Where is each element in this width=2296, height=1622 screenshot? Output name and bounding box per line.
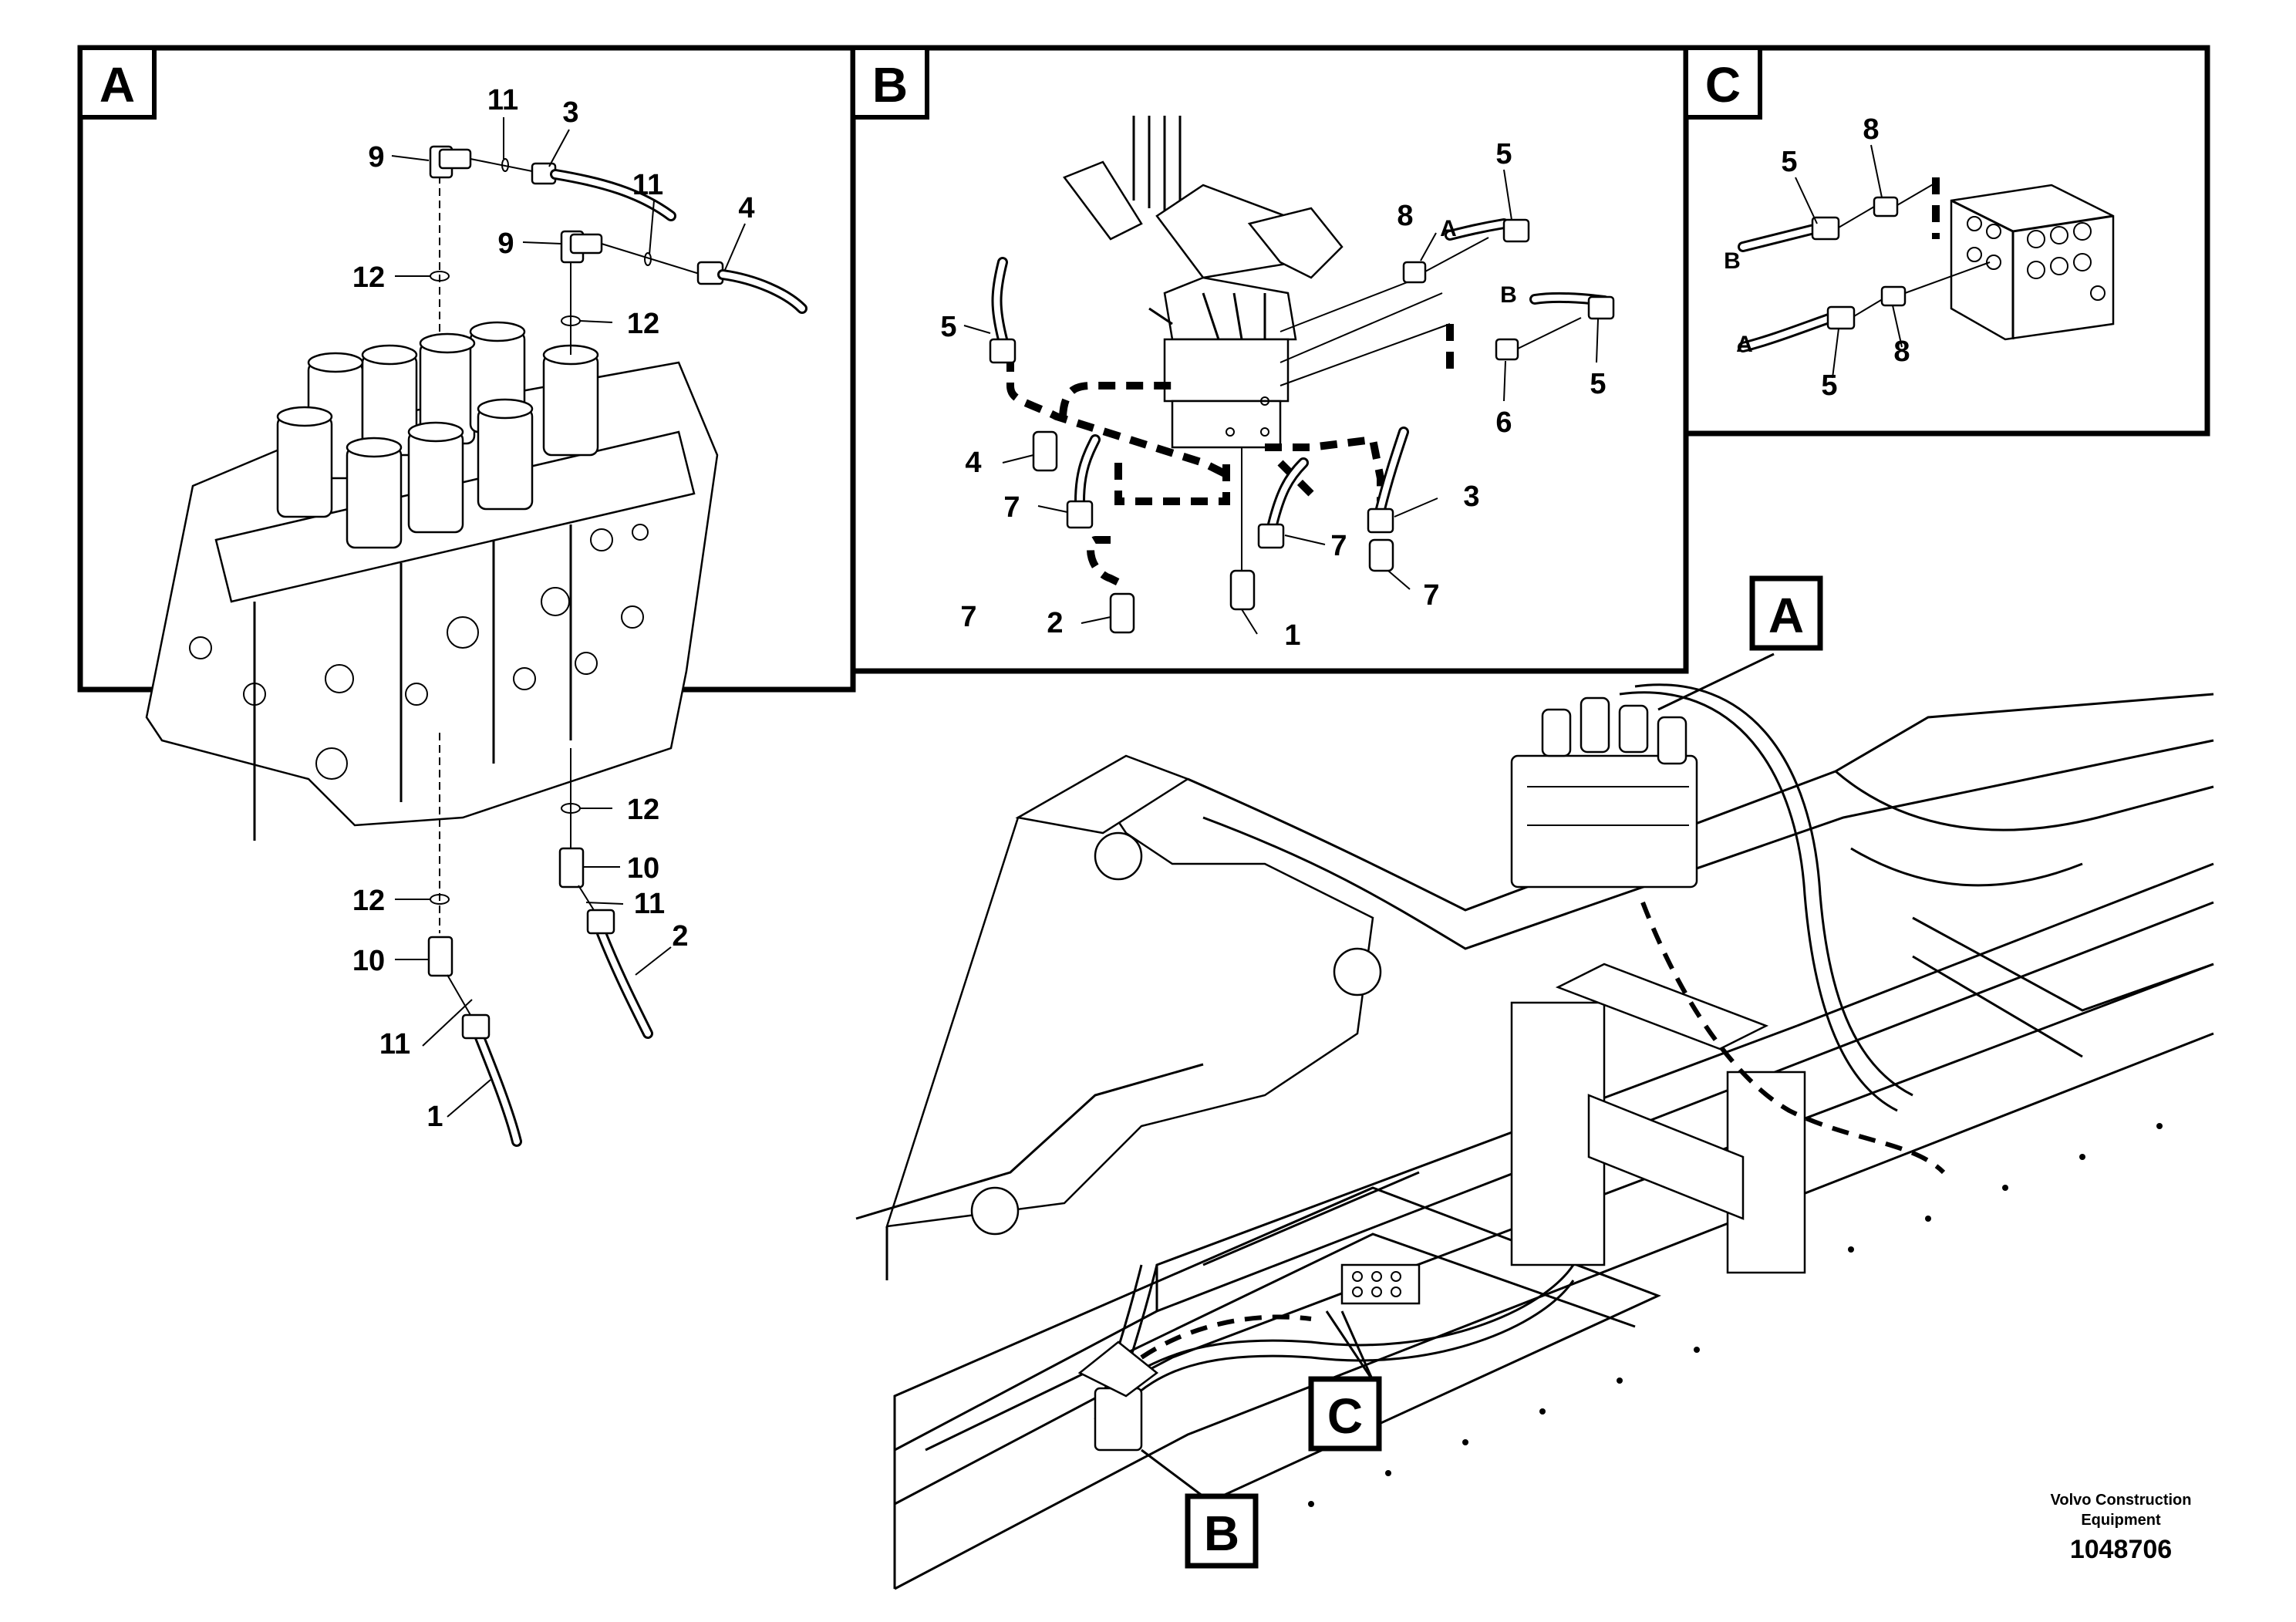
main-machine-frame bbox=[855, 653, 2214, 1590]
callout-c-1: 8 bbox=[1863, 113, 1879, 146]
callout-a-12: 2 bbox=[672, 920, 688, 953]
callout-a-8: 12 bbox=[627, 308, 659, 340]
pilot-control bbox=[1063, 116, 1344, 449]
callout-a-16: 1 bbox=[426, 1101, 443, 1133]
panel-b-letter: B bbox=[872, 57, 908, 113]
callout-b-3: 8 bbox=[1397, 200, 1413, 232]
credit-company-line2: Equipment bbox=[2081, 1512, 2161, 1529]
callout-b-14: 7 bbox=[1423, 579, 1439, 612]
callout-a-1: 11 bbox=[487, 84, 518, 116]
callout-b-13: 1 bbox=[1284, 619, 1300, 652]
credit-company-line1: Volvo Construction bbox=[2050, 1492, 2192, 1509]
callout-b-4: B bbox=[1500, 282, 1517, 308]
main-callout-c: C bbox=[1308, 1376, 1382, 1452]
svg-text:C: C bbox=[1327, 1388, 1363, 1444]
callout-c-4: A bbox=[1736, 332, 1753, 357]
svg-text:A: A bbox=[1768, 588, 1804, 643]
main-callout-b: B bbox=[1185, 1493, 1259, 1569]
callout-a-2: 3 bbox=[562, 96, 578, 129]
callout-a-10: 10 bbox=[627, 852, 659, 885]
callout-a-4: 11 bbox=[632, 169, 663, 201]
callout-a-9: 12 bbox=[627, 794, 659, 826]
control-valve-small bbox=[1510, 696, 1698, 889]
callout-b-6: 6 bbox=[1495, 406, 1512, 439]
callout-c-6: 5 bbox=[1821, 369, 1837, 402]
callout-a-7: 12 bbox=[352, 261, 385, 294]
callout-b-11: 7 bbox=[1330, 530, 1347, 562]
callout-b-2: A bbox=[1440, 216, 1457, 241]
callout-a-6: 9 bbox=[497, 228, 514, 260]
panel-a-letter: A bbox=[99, 57, 135, 113]
callout-b-12: 3 bbox=[1463, 481, 1479, 513]
panel-b: B bbox=[850, 45, 1689, 674]
panel-c-letter: C bbox=[1705, 57, 1741, 113]
callout-b-9: 7 bbox=[1003, 491, 1020, 524]
callout-b-5: 5 bbox=[1590, 368, 1606, 400]
callout-a-3: 9 bbox=[368, 141, 384, 174]
callout-a-5: 4 bbox=[738, 192, 754, 224]
callout-a-13: 12 bbox=[352, 885, 385, 917]
drawing-number: 1048706 bbox=[2069, 1535, 2173, 1564]
callout-b-10: 2 bbox=[1047, 607, 1063, 639]
distribution-block bbox=[1950, 184, 2115, 341]
panel-c: C bbox=[1683, 45, 2210, 437]
panel-a: A bbox=[77, 45, 856, 1147]
callout-b-8: 4 bbox=[965, 447, 981, 479]
callout-b-7: 5 bbox=[940, 311, 956, 343]
callout-c-5: 8 bbox=[1893, 336, 1910, 368]
control-valve bbox=[145, 321, 719, 841]
callout-b-15: 7 bbox=[960, 601, 976, 633]
callout-b-1: 5 bbox=[1495, 138, 1512, 170]
callout-c-3: B bbox=[1724, 248, 1741, 274]
callout-a-11: 11 bbox=[634, 888, 665, 920]
svg-text:B: B bbox=[1204, 1506, 1239, 1561]
main-callout-a: A bbox=[1749, 575, 1823, 651]
callout-a-15: 11 bbox=[379, 1028, 410, 1061]
callout-a-14: 10 bbox=[352, 945, 385, 977]
callout-c-2: 5 bbox=[1781, 146, 1797, 178]
